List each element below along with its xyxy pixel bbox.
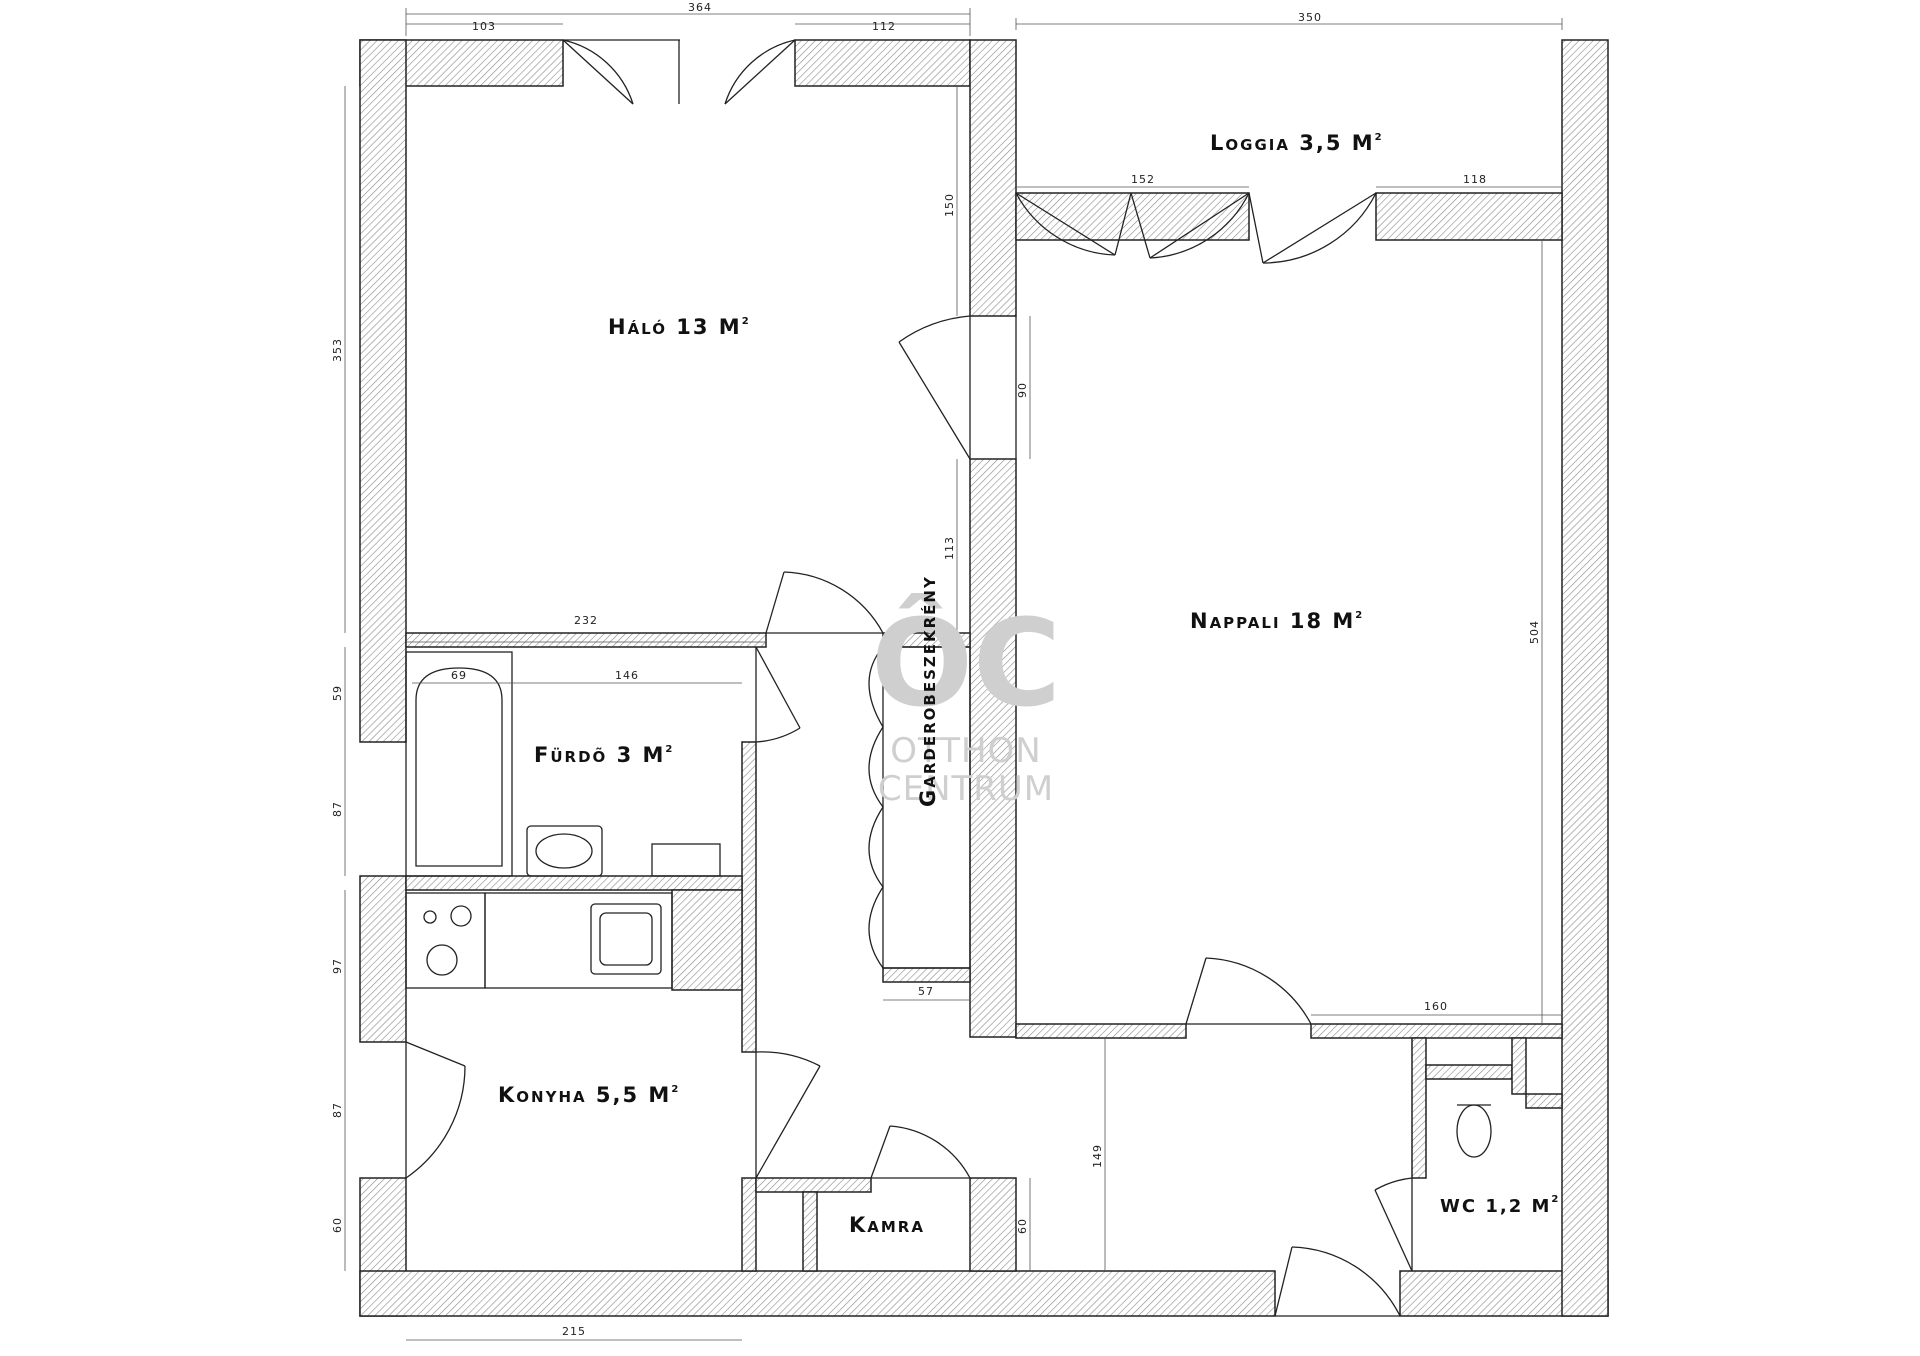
dim-loggia-right: 118 [1463,173,1487,186]
door-bath [755,646,801,743]
burner-medium [450,905,472,927]
dim-lower-wall: 113 [943,536,956,560]
door-loggia [1015,192,1377,264]
dim-door-width: 90 [1016,382,1029,398]
kitchen-counter [484,892,673,989]
room-label-kamra: Kamra [849,1213,925,1237]
burner-small [423,910,437,924]
garderobe-doors [868,646,884,969]
dim-loggia-left: 152 [1131,173,1155,186]
room-label-halo: Háló 13 M2 [608,315,751,339]
wall-bath-bottom [405,875,743,891]
washing-machine [651,843,721,877]
door-kamra [870,1125,971,1179]
watermark: ÔC OTTHON CENTRUM [871,594,1061,809]
dim-left-60: 60 [331,1217,344,1233]
dim-garderobe-width: 57 [918,985,934,998]
door-halo-top [562,39,796,105]
dim-top-left: 103 [472,20,496,33]
walls [359,39,1609,1317]
wall-loggia-left [1015,192,1250,241]
wall-wc-inner [1425,1064,1513,1080]
dim-halo-height: 353 [331,338,344,362]
wall-bath-right [741,741,757,1053]
toilet-bowl [1456,1104,1492,1158]
wall-kamra-right [969,1177,1017,1272]
washbasin-bowl [535,833,593,869]
wall-loggia-right [1375,192,1563,241]
wall-top-right [794,39,971,87]
bathtub [405,651,513,877]
washbasin [526,825,603,877]
dim-left-59: 59 [331,685,344,701]
dim-top-right: 112 [872,20,896,33]
room-label-nappali: Nappali 18 M2 [1190,609,1364,633]
wall-right [1561,39,1609,1317]
room-label-garderobe: Garderobeszekrény [916,575,940,807]
watermark-logo: ÔC [871,594,1061,734]
dim-loggia-width: 350 [1298,11,1322,24]
dim-top-total: 364 [688,1,712,14]
watermark-line2: CENTRUM [878,769,1054,809]
room-label-konyha: Konyha 5,5 M2 [498,1083,680,1107]
dim-hall-149: 149 [1091,1144,1104,1168]
room-label-loggia: Loggia 3,5 M2 [1210,131,1384,155]
dim-left-97: 97 [331,958,344,974]
dim-bath-width: 146 [615,669,639,682]
kitchen-sink [590,903,662,975]
watermark-line1: OTTHON [890,731,1041,771]
door-halo-nappali [898,315,1017,460]
dim-halo-bottom: 232 [574,614,598,627]
wall-wc-left [1411,1037,1427,1179]
burner-large [426,944,458,976]
wall-nappali-bottom-right [1310,1023,1563,1039]
dim-bottom-215: 215 [562,1325,586,1338]
room-labels: Háló 13 M2 Loggia 3,5 M2 Nappali 18 M2 F… [498,131,1560,1237]
door-halo-hall [765,571,884,634]
wall-kitchen-right [741,1177,757,1272]
wall-left-middle [359,875,407,1043]
wall-wc-stub [1511,1037,1527,1095]
fixtures [405,646,1492,1158]
wall-wc-corner [1525,1093,1563,1109]
room-label-furdo: Fürdõ 3 M2 [534,743,674,767]
door-nappali-hall [1185,957,1312,1025]
dim-left-87a: 87 [331,801,344,817]
dim-kamra-60: 60 [1016,1218,1029,1234]
door-entrance [1274,1246,1401,1317]
dimension-labels: 364 103 112 350 152 118 353 150 90 113 2… [331,1,1541,1338]
wall-kamra-left [802,1191,818,1272]
wall-garderobe-bottom [882,967,971,983]
wall-kitchen-block [671,889,743,991]
door-kitchen-hall [755,1051,821,1179]
wall-kamra-top [755,1177,872,1193]
door-wc [1374,1177,1413,1272]
wall-halo-bottom [405,632,767,648]
dimension-lines [344,8,1563,1341]
doors [405,39,1413,1317]
dim-nappali-height: 504 [1528,620,1541,644]
dim-left-87b: 87 [331,1102,344,1118]
stove [405,892,486,989]
room-label-wc: WC 1,2 M2 [1440,1194,1560,1217]
kitchen-sink-bowl [599,912,653,966]
wall-center-upper [969,39,1017,317]
dim-bath-tub: 69 [451,669,467,682]
wall-left-upper [359,39,407,743]
door-kitchen-left [405,1041,466,1179]
dim-door-offset: 150 [943,193,956,217]
wall-bottom-left [359,1270,1276,1317]
bathtub-inner [415,667,503,867]
wall-nappali-bottom-left [1015,1023,1187,1039]
dim-nappali-bottom: 160 [1424,1000,1448,1013]
